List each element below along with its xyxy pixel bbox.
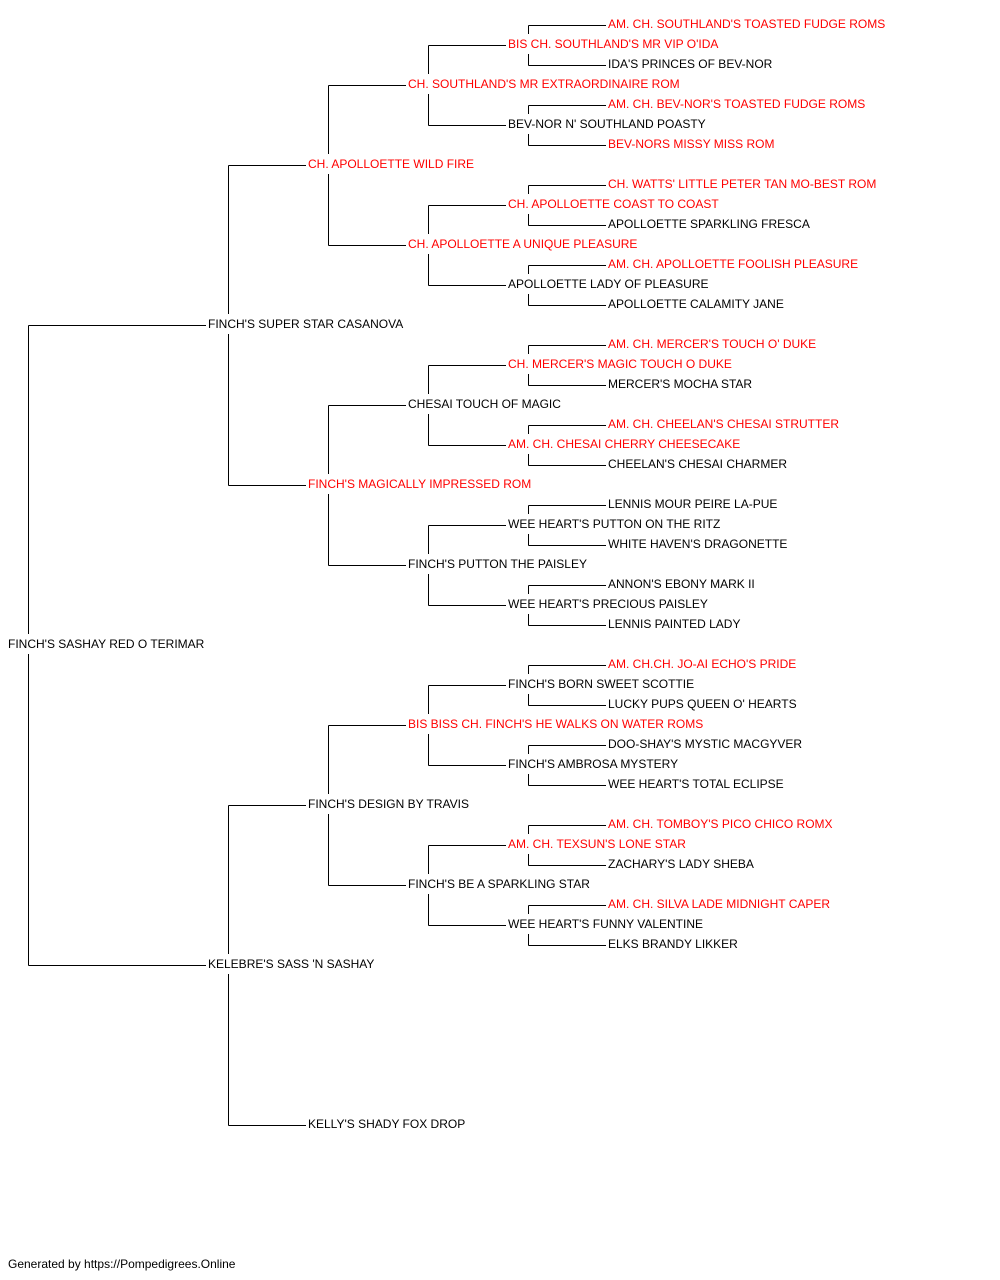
- dog-name-g12[interactable]: CHEELAN'S CHESAI CHARMER: [608, 457, 787, 471]
- dog-name-s1[interactable]: FINCH'S SUPER STAR CASANOVA: [208, 317, 403, 331]
- dog-name-s2112[interactable]: FINCH'S AMBROSA MYSTERY: [508, 757, 678, 771]
- dog-name-s1222[interactable]: WEE HEART'S PRECIOUS PAISLEY: [508, 597, 708, 611]
- dog-name-s22[interactable]: KELLY'S SHADY FOX DROP: [308, 1117, 465, 1131]
- dog-name-s1112[interactable]: BEV-NOR N' SOUTHLAND POASTY: [508, 117, 706, 131]
- dog-name-g05[interactable]: CH. WATTS' LITTLE PETER TAN MO-BEST ROM: [608, 177, 876, 191]
- dog-name-s1211[interactable]: CH. MERCER'S MAGIC TOUCH O DUKE: [508, 357, 732, 371]
- dog-name-s11[interactable]: CH. APOLLOETTE WILD FIRE: [308, 157, 474, 171]
- dog-name-g04[interactable]: BEV-NORS MISSY MISS ROM: [608, 137, 774, 151]
- dog-name-s2[interactable]: KELEBRE'S SASS 'N SASHAY: [208, 957, 374, 971]
- dog-name-g06[interactable]: APOLLOETTE SPARKLING FRESCA: [608, 217, 810, 231]
- dog-name-s21[interactable]: FINCH'S DESIGN BY TRAVIS: [308, 797, 469, 811]
- dog-name-s2122[interactable]: WEE HEART'S FUNNY VALENTINE: [508, 917, 703, 931]
- dog-name-s2111[interactable]: FINCH'S BORN SWEET SCOTTIE: [508, 677, 694, 691]
- dog-name-s1121[interactable]: CH. APOLLOETTE COAST TO COAST: [508, 197, 719, 211]
- dog-name-s122[interactable]: FINCH'S PUTTON THE PAISLEY: [408, 557, 587, 571]
- dog-name-g21[interactable]: AM. CH. TOMBOY'S PICO CHICO ROMX: [608, 817, 833, 831]
- dog-name-g02[interactable]: IDA'S PRINCES OF BEV-NOR: [608, 57, 773, 71]
- dog-name-g16[interactable]: LENNIS PAINTED LADY: [608, 617, 740, 631]
- dog-name-g11[interactable]: AM. CH. CHEELAN'S CHESAI STRUTTER: [608, 417, 839, 431]
- dog-name-g22[interactable]: ZACHARY'S LADY SHEBA: [608, 857, 754, 871]
- dog-name-g24[interactable]: ELKS BRANDY LIKKER: [608, 937, 738, 951]
- dog-name-g10[interactable]: MERCER'S MOCHA STAR: [608, 377, 752, 391]
- dog-name-s12[interactable]: FINCH'S MAGICALLY IMPRESSED ROM: [308, 477, 531, 491]
- dog-name-g08[interactable]: APOLLOETTE CALAMITY JANE: [608, 297, 784, 311]
- dog-name-g09[interactable]: AM. CH. MERCER'S TOUCH O' DUKE: [608, 337, 816, 351]
- dog-name-g19[interactable]: DOO-SHAY'S MYSTIC MACGYVER: [608, 737, 802, 751]
- dog-labels: FINCH'S SASHAY RED O TERIMAR FINCH'S SUPE…: [8, 17, 885, 1131]
- dog-name-g17[interactable]: AM. CH.CH. JO-AI ECHO'S PRIDE: [608, 657, 796, 671]
- dog-name-s212[interactable]: FINCH'S BE A SPARKLING STAR: [408, 877, 590, 891]
- dog-name-g18[interactable]: LUCKY PUPS QUEEN O' HEARTS: [608, 697, 797, 711]
- dog-name-s1111[interactable]: BIS CH. SOUTHLAND'S MR VIP O'IDA: [508, 37, 718, 51]
- dog-name-g01[interactable]: AM. CH. SOUTHLAND'S TOASTED FUDGE ROMS: [608, 17, 885, 31]
- dog-name-s2121[interactable]: AM. CH. TEXSUN'S LONE STAR: [508, 837, 686, 851]
- dog-name-g20[interactable]: WEE HEART'S TOTAL ECLIPSE: [608, 777, 784, 791]
- dog-name-g07[interactable]: AM. CH. APOLLOETTE FOOLISH PLEASURE: [608, 257, 858, 271]
- dog-name-g15[interactable]: ANNON'S EBONY MARK II: [608, 577, 755, 591]
- dog-name-s211[interactable]: BIS BISS CH. FINCH'S HE WALKS ON WATER R…: [408, 717, 703, 731]
- dog-name-g23[interactable]: AM. CH. SILVA LADE MIDNIGHT CAPER: [608, 897, 830, 911]
- dog-name-g03[interactable]: AM. CH. BEV-NOR'S TOASTED FUDGE ROMS: [608, 97, 865, 111]
- dog-name-g13[interactable]: LENNIS MOUR PEIRE LA-PUE: [608, 497, 777, 511]
- generated-by-footer: Generated by https://Pompedigrees.Online: [8, 1257, 236, 1271]
- connector-lines: [28, 25, 606, 1126]
- dog-name-s1212[interactable]: AM. CH. CHESAI CHERRY CHEESECAKE: [508, 437, 740, 451]
- dog-name-s[interactable]: FINCH'S SASHAY RED O TERIMAR: [8, 637, 205, 651]
- dog-name-s111[interactable]: CH. SOUTHLAND'S MR EXTRAORDINAIRE ROM: [408, 77, 680, 91]
- dog-name-s1122[interactable]: APOLLOETTE LADY OF PLEASURE: [508, 277, 709, 291]
- dog-name-s112[interactable]: CH. APOLLOETTE A UNIQUE PLEASURE: [408, 237, 637, 251]
- dog-name-g14[interactable]: WHITE HAVEN'S DRAGONETTE: [608, 537, 787, 551]
- dog-name-s1221[interactable]: WEE HEART'S PUTTON ON THE RITZ: [508, 517, 720, 531]
- dog-name-s121[interactable]: CHESAI TOUCH OF MAGIC: [408, 397, 561, 411]
